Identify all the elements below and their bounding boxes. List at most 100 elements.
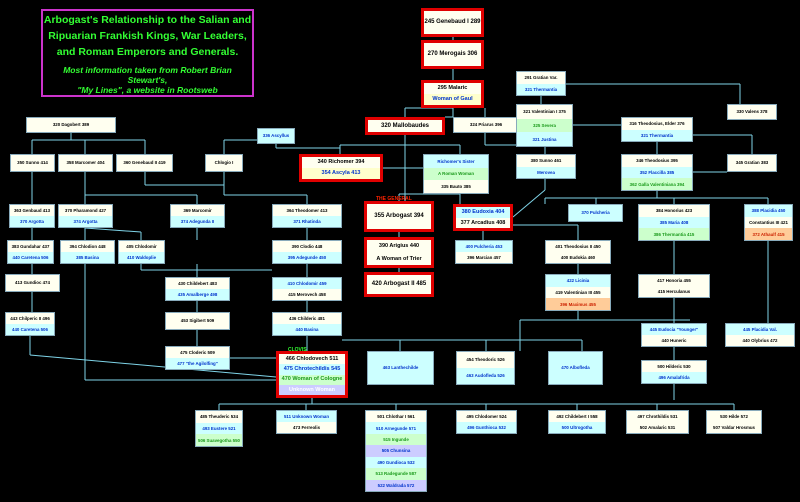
person-entry: 490 Gundioca 532 — [366, 456, 426, 469]
person-entry: Chlogio I — [206, 155, 242, 171]
person-box-arbogast: 355 Arbogast 394 — [364, 201, 434, 232]
connector-line — [512, 189, 546, 218]
person-entry: 321 Justina — [517, 132, 572, 147]
person-entry: 435 Amalberge 498 — [166, 289, 229, 300]
person-entry: 510 Arnegunde 571 — [366, 422, 426, 434]
person-entry: 496 Amalafrida — [642, 372, 706, 383]
person-entry: 388 Placidia 450 — [745, 205, 792, 217]
person-entry: 291 Gratian Var. — [517, 72, 565, 84]
person-entry: 380 Eudoxia 404 — [456, 207, 510, 218]
person-entry: 405 Chlodomir — [119, 241, 164, 252]
person-entry: 470 Albofleda — [549, 352, 602, 384]
title-line-2: Ripuarian Frankish Kings, War Leaders, — [48, 30, 247, 42]
person-box-lanthechilde: 463 Lanthechilde — [367, 351, 434, 385]
person-entry: 463 Audofleda 526 — [457, 368, 514, 384]
person-entry: 330 Valens 378 — [728, 105, 776, 119]
person-entry: 507 Valdar Hrosmus — [707, 422, 761, 433]
person-entry: 500 Hilderic 530 — [642, 361, 706, 372]
person-entry: 495 Chlodomer 524 — [457, 411, 516, 422]
title-line-3: and Roman Emperors and Generals. — [56, 46, 239, 58]
person-entry: 321 Thermantia — [622, 129, 692, 141]
person-entry: 422 Licinia — [546, 275, 610, 287]
person-entry: 371 Rhatinda — [273, 216, 341, 227]
person-entry: 316 Theodosius, Elder 376 — [622, 118, 692, 130]
person-box-genebaud: 245 Genebaud I 289 — [421, 8, 484, 37]
person-entry: 515 Ingunde — [366, 433, 426, 446]
person-entry: 321 Thermantia — [517, 83, 565, 95]
person-box-gratian: 291 Gratian Var.321 Thermantia — [516, 71, 566, 96]
person-entry: 340 Richomer 394 — [302, 157, 380, 168]
person-entry: 417 Honoria 455 — [639, 275, 709, 286]
person-box-dagobert: 320 Dagobert 389 — [26, 117, 116, 133]
person-entry: 475 Chrotechildis 545 — [279, 364, 345, 375]
connector-line — [29, 354, 277, 378]
person-entry: 415 Herculanus — [639, 286, 709, 297]
person-entry: 511 Unknown Woman — [277, 411, 336, 422]
person-entry: 370 Pulcheria — [569, 205, 622, 221]
person-entry: 370 Argotta — [10, 216, 54, 227]
person-entry: 430 Childebert 483 — [166, 278, 229, 289]
person-entry: 396 Marcian 457 — [456, 252, 512, 263]
person-entry: 410 Waldoplie — [119, 252, 164, 263]
subtitle-line-1: Most information taken from Robert Brian… — [63, 65, 232, 85]
clovis-label: CLOVIS — [288, 347, 307, 353]
person-entry: Merovea — [517, 166, 575, 178]
person-entry: 463 Lanthechilde — [368, 352, 433, 384]
person-entry: A Woman of Trier — [367, 252, 431, 265]
person-entry: 395 Adegunde 450 — [273, 252, 341, 263]
person-box-placidia2: 445 Placidia Val.440 Olybrius 472 — [725, 323, 795, 347]
connector-line — [84, 227, 142, 233]
person-entry: 473 Ferreolis — [277, 422, 336, 433]
person-entry: 513 Radegunde 587 — [366, 468, 426, 480]
person-entry: 320 Mallobaudes — [368, 120, 442, 132]
person-entry: 364 Theodomer 413 — [273, 205, 341, 216]
person-box-genebaud2: 360 Genebaud II 419 — [116, 154, 173, 172]
person-entry: 440 Caretena 506 — [8, 252, 53, 263]
person-box-arbogast2: 420 Arbogast II 485 — [364, 272, 434, 297]
person-entry: 506 Suavegotha 550 — [196, 434, 242, 447]
person-box-gundioc: 413 Gundioc 474 — [5, 274, 60, 292]
person-entry: 336 Ascyllus — [258, 129, 294, 143]
person-box-priarus: 324 Priarus 396 — [453, 117, 519, 133]
person-entry: A Roman Woman — [424, 167, 488, 181]
person-box-sigibert: 453 Sigibert 509 — [165, 312, 230, 330]
person-entry: 493 Eustere 521 — [196, 422, 242, 435]
person-entry: Woman of Gaul — [424, 94, 481, 105]
person-entry: 354 Ascyla 413 — [302, 168, 380, 179]
person-entry: Unknown Woman — [279, 384, 345, 395]
person-entry: 445 Placidia Val. — [726, 324, 794, 335]
person-entry: 454 Theodoric 526 — [457, 352, 514, 368]
person-entry: 320 Dagobert 389 — [27, 118, 115, 132]
person-box-gratian2: 345 Gratian 383 — [727, 154, 777, 172]
person-entry: 410 Chlodomir 459 — [273, 278, 341, 289]
person-entry: 384 Honorius 423 — [639, 205, 709, 217]
person-entry: 500 Ultrogotha — [549, 422, 605, 433]
subtitle-line-2: "My Lines", a website in Rootsweb — [77, 85, 218, 95]
person-entry: 372 Athaulf 415 — [745, 228, 792, 241]
person-entry: 386 Thermantia 415 — [639, 228, 709, 241]
person-entry: 501 Chlothar I 561 — [366, 411, 426, 423]
person-entry: 445 Eudocia "Younger" — [642, 324, 706, 335]
